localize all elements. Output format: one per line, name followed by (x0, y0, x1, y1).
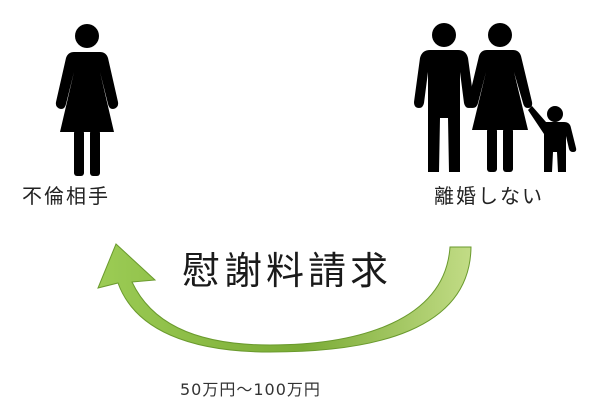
claim-label: 慰謝料請求 (182, 249, 393, 293)
man-icon (414, 23, 474, 172)
woman-icon (467, 23, 533, 172)
family-icons (414, 23, 577, 172)
woman-icon (55, 24, 119, 176)
left-party-label: 不倫相手 (22, 184, 110, 208)
arrow-shape (97, 243, 472, 353)
amount-label: 50万円～100万円 (180, 380, 321, 399)
child-icon (528, 106, 577, 172)
right-party-label: 離婚しない (434, 184, 544, 208)
